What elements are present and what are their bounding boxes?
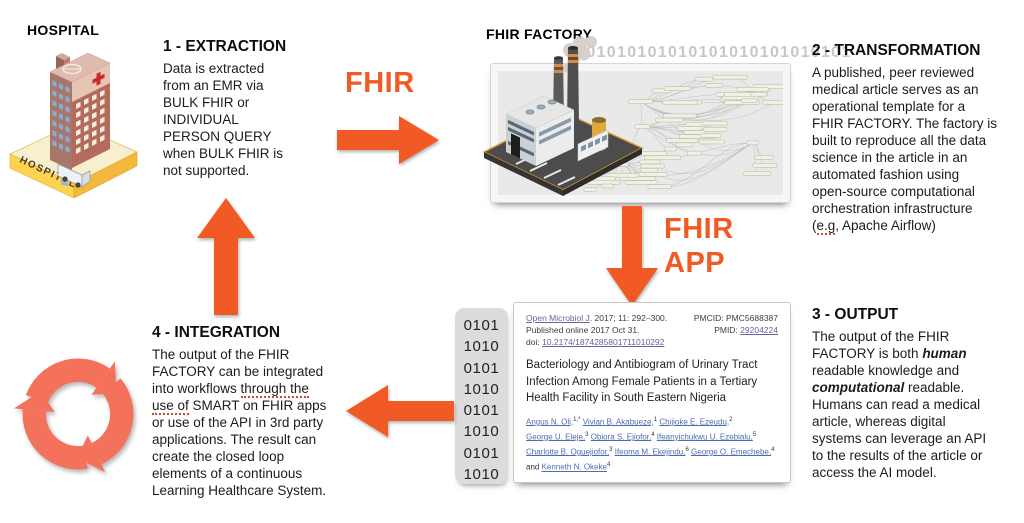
dag-graph — [498, 71, 783, 195]
article-header-row-3: doi: 10.2174/1874285801711010292 — [526, 336, 778, 348]
fhir-label: FHIR — [345, 67, 415, 99]
author-link[interactable]: Vivian B. Akabueze, — [582, 417, 654, 427]
author-link[interactable]: George O. Emechebe, — [691, 447, 772, 457]
ambulance — [57, 163, 91, 188]
author-link[interactable]: Obiora S. Ejiofor, — [590, 432, 652, 442]
section-output-body: The output of the FHIR FACTORY is both h… — [812, 329, 987, 480]
journal-link[interactable]: Open Microbiol J — [526, 313, 590, 323]
author-link[interactable]: Ifeoma M. Ekejindu, — [614, 447, 686, 457]
doi: doi: 10.2174/1874285801711010292 — [526, 337, 665, 347]
section-extraction-title: 1 - EXTRACTION — [163, 38, 287, 55]
section-extraction: 1 - EXTRACTION Data is extracted from an… — [163, 38, 318, 179]
red-cross-icon — [92, 71, 105, 86]
section-transformation-title: 2 - TRANSFORMATION — [812, 42, 981, 59]
article-authors: Angus N. Oli,1,* Vivian B. Akabueze,1 Ch… — [526, 416, 775, 472]
cycle-icon — [8, 358, 148, 500]
factory-annex — [577, 129, 609, 162]
section-output-title: 3 - OUTPUT — [812, 306, 899, 323]
author-link[interactable]: Charlotte B. Oguejiofor, — [526, 447, 610, 457]
pmcid: PMCID: PMC5688387 — [693, 313, 778, 323]
factory-left-face — [506, 114, 536, 166]
hospital-label: HOSPITAL — [27, 22, 100, 38]
section-integration-title: 4 - INTEGRATION — [152, 324, 281, 341]
roof-vents — [525, 99, 557, 115]
binary-line: 0101 — [463, 402, 500, 420]
section-output: 3 - OUTPUT The output of the FHIR FACTOR… — [812, 306, 1024, 481]
hospital-illustration: HOSPITAL — [9, 52, 138, 198]
doi-link[interactable]: 10.2174/1874285801711010292 — [542, 337, 665, 347]
left-arrow — [346, 385, 454, 437]
binary-line: 1010 — [463, 466, 500, 484]
hospital-left-face — [50, 72, 72, 170]
binary-column: 0101 1010 0101 1010 0101 1010 0101 1010 — [455, 308, 508, 484]
binary-line: 1010 — [463, 338, 500, 356]
journal-citation: Open Microbiol J. 2017; 11: 292–300. — [526, 313, 668, 323]
section-integration-body: The output of the FHIR FACTORY can be in… — [152, 347, 327, 498]
author-link[interactable]: Chijioke E. Ezeudu, — [659, 417, 730, 427]
section-extraction-body: Data is extracted from an EMR via BULK F… — [163, 61, 284, 178]
article-title: Bacteriology and Antibiogram of Urinary … — [526, 359, 758, 404]
pmid-link[interactable]: 29204224 — [740, 325, 778, 335]
published-date: Published online 2017 Oct 31. — [526, 325, 640, 335]
section-transformation: 2 - TRANSFORMATION A published, peer rev… — [812, 42, 1024, 235]
binary-line: 0101 — [463, 444, 500, 462]
section-integration: 4 - INTEGRATION The output of the FHIR F… — [152, 324, 367, 499]
hospital-right-face — [72, 62, 110, 168]
article-header-row-2: Published online 2017 Oct 31. PMID: 2920… — [526, 324, 778, 336]
right-arrow — [337, 116, 439, 164]
pmid: PMID: 29204224 — [714, 325, 778, 335]
author-link[interactable]: Ifeanyichukwu U. Ezebialu, — [656, 432, 753, 442]
factory-illustration — [482, 36, 644, 196]
author-link[interactable]: George U. Eleje, — [526, 432, 586, 442]
article-card: Open Microbiol J. 2017; 11: 292–300. PMC… — [513, 302, 791, 483]
fhir-app-label: FHIR APP — [664, 213, 734, 279]
binary-line: 0101 — [463, 317, 500, 334]
section-transformation-body: A published, peer reviewed medical artic… — [812, 65, 998, 235]
binary-stream: 0101010101010101010101010101 — [566, 44, 852, 61]
fhir-factory-label: FHIR FACTORY — [486, 26, 593, 42]
down-arrow — [606, 206, 658, 306]
hospital-platform-left — [9, 153, 75, 198]
binary-line: 1010 — [463, 380, 500, 398]
factory-right-face — [536, 110, 574, 166]
binary-line: 0101 — [463, 359, 500, 377]
up-arrow — [197, 198, 255, 315]
author-link[interactable]: Kenneth N. Okeke — [541, 462, 607, 472]
article-header-row-1: Open Microbiol J. 2017; 11: 292–300. PMC… — [526, 312, 778, 324]
author-link[interactable]: Angus N. Oli, — [526, 417, 574, 427]
binary-line: 1010 — [463, 423, 500, 441]
hospital-platform-right — [73, 151, 138, 198]
